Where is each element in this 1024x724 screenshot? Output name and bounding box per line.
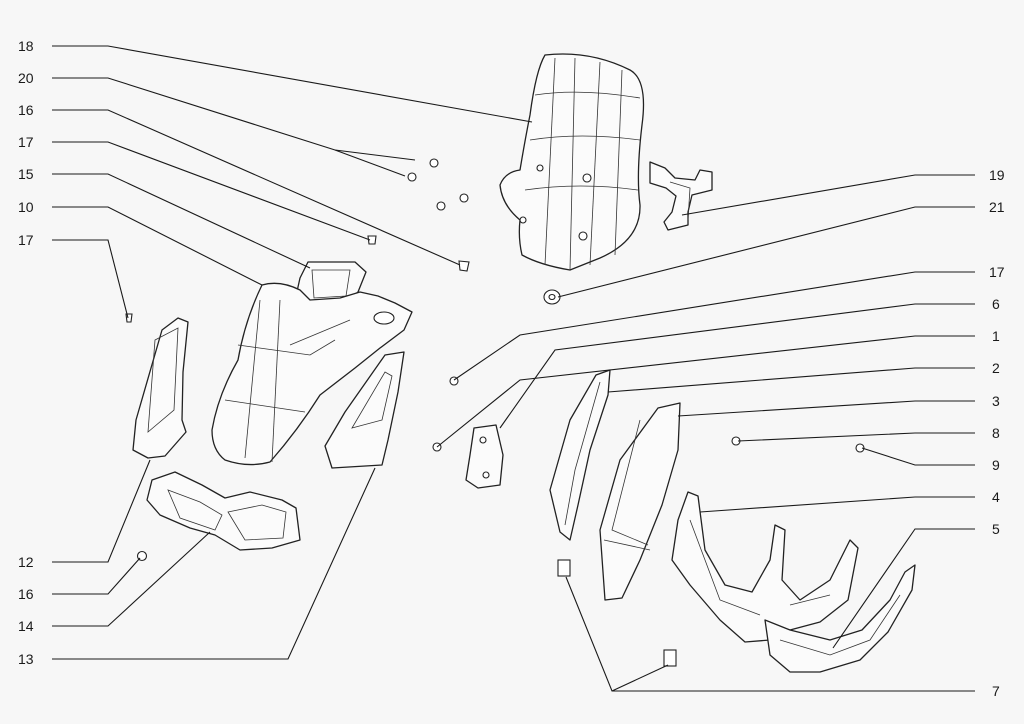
leader-13 — [52, 467, 376, 660]
leader-5 — [832, 528, 975, 649]
callout-19: 19 — [989, 167, 1005, 183]
callout-17: 17 — [18, 232, 34, 248]
callout-17: 17 — [989, 264, 1005, 280]
leader-15 — [52, 173, 311, 269]
left-side-panel-part — [132, 317, 189, 459]
leader-17a — [52, 141, 371, 241]
leader-19 — [681, 174, 975, 216]
callout-5: 5 — [992, 521, 1000, 537]
callout-13: 13 — [18, 651, 34, 667]
callout-16: 16 — [18, 102, 34, 118]
callout-2: 2 — [992, 360, 1000, 376]
mounting-plate-part — [465, 424, 504, 489]
leader-20 — [52, 77, 416, 161]
leader-17c — [453, 271, 975, 381]
callout-6: 6 — [992, 296, 1000, 312]
leader-4 — [699, 496, 975, 513]
leader-14 — [52, 531, 211, 627]
headlight-frame-part — [146, 471, 301, 551]
callout-10: 10 — [18, 199, 34, 215]
leader-2 — [607, 367, 975, 393]
side-fairing-panel-part — [599, 402, 681, 601]
clips-part — [557, 559, 677, 667]
callout-4: 4 — [992, 489, 1000, 505]
callout-12: 12 — [18, 554, 34, 570]
callout-3: 3 — [992, 393, 1000, 409]
washer-part — [543, 289, 561, 305]
callout-17: 17 — [18, 134, 34, 150]
callout-9: 9 — [992, 457, 1000, 473]
callout-1: 1 — [992, 328, 1000, 344]
leader-16a — [52, 109, 461, 266]
leader-8 — [737, 432, 975, 442]
screws-part — [407, 158, 469, 211]
side-trim-panel-part — [549, 369, 611, 541]
leader-17b — [52, 239, 129, 319]
callout-15: 15 — [18, 166, 34, 182]
callout-14: 14 — [18, 618, 34, 634]
callout-18: 18 — [18, 38, 34, 54]
lower-fairing-part — [671, 491, 859, 643]
leader-21 — [557, 206, 975, 298]
leader-3 — [677, 400, 975, 417]
right-side-panel-part — [324, 351, 405, 469]
leader-18 — [52, 45, 533, 123]
windshield-bracket-part — [649, 161, 713, 231]
callout-labels: 18 20 16 17 15 10 17 12 16 14 13 19 21 1… — [18, 38, 1005, 699]
leader-lines — [52, 45, 975, 692]
callout-8: 8 — [992, 425, 1000, 441]
callout-16: 16 — [18, 586, 34, 602]
leader-6 — [499, 303, 975, 429]
fasteners-part — [125, 235, 865, 562]
callout-7: 7 — [992, 683, 1000, 699]
callout-21: 21 — [989, 199, 1005, 215]
leader-12 — [52, 459, 151, 563]
lower-spoiler-part — [764, 564, 916, 673]
leader-16b — [52, 557, 141, 595]
callout-20: 20 — [18, 70, 34, 86]
leader-1 — [436, 335, 975, 448]
leader-10 — [52, 206, 263, 286]
leader-9 — [861, 447, 975, 466]
windshield-part — [499, 53, 645, 271]
front-fairing-part — [211, 282, 413, 466]
